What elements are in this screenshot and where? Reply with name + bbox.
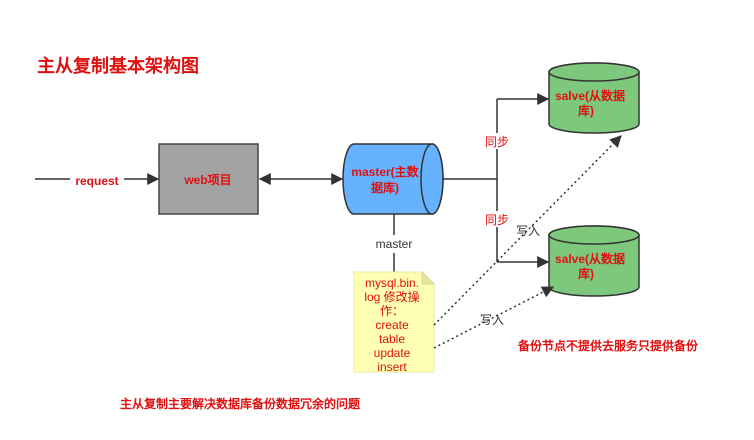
- note-line-1: mysql.bin.: [365, 276, 419, 290]
- note-line-7: insert: [377, 360, 407, 374]
- sync-bottom-bg: [480, 211, 514, 227]
- note-line-4: create: [375, 318, 409, 332]
- write-arrow-top: [433, 135, 622, 326]
- write-top-label: 写入: [516, 224, 540, 238]
- slave-database-top[interactable]: [548, 62, 640, 134]
- request-label-bg: [70, 172, 124, 187]
- slave-database-bottom[interactable]: [548, 225, 640, 297]
- sync-top-label: 同步: [485, 135, 509, 149]
- master-db-label-line2: 据库): [371, 180, 399, 195]
- slave-top-label-line1: salve(从数据: [555, 88, 625, 103]
- master-caption: master: [376, 237, 413, 251]
- web-project-label: web项目: [183, 173, 231, 187]
- slave-bottom-label-line1: salve(从数据: [555, 251, 625, 266]
- write-arrow-bottom: [433, 286, 555, 349]
- request-label: request: [75, 174, 118, 188]
- slave-top-label-line2: 库): [578, 103, 594, 118]
- footer-note: 主从复制主要解决数据库备份数据冗余的问题: [120, 396, 361, 411]
- backup-note: 备份节点不提供去服务只提供备份: [517, 338, 699, 353]
- note-line-3: 作：: [380, 304, 404, 318]
- note-line-6: update: [374, 346, 411, 360]
- binlog-note: [353, 270, 436, 373]
- write-bottom-label: 写入: [480, 313, 504, 327]
- sync-top-bg: [480, 133, 514, 149]
- master-database[interactable]: [342, 143, 444, 215]
- note-line-5: table: [379, 332, 405, 346]
- sync-bottom-label: 同步: [485, 213, 509, 227]
- master-db-label-line1: master(主数: [351, 164, 419, 179]
- note-line-2: log 修改操: [364, 289, 419, 304]
- web-project-box[interactable]: [158, 143, 259, 215]
- diagram-title: 主从复制基本架构图: [37, 55, 199, 76]
- slave-bottom-label-line2: 库): [578, 266, 594, 281]
- master-caption-bg: [370, 235, 418, 253]
